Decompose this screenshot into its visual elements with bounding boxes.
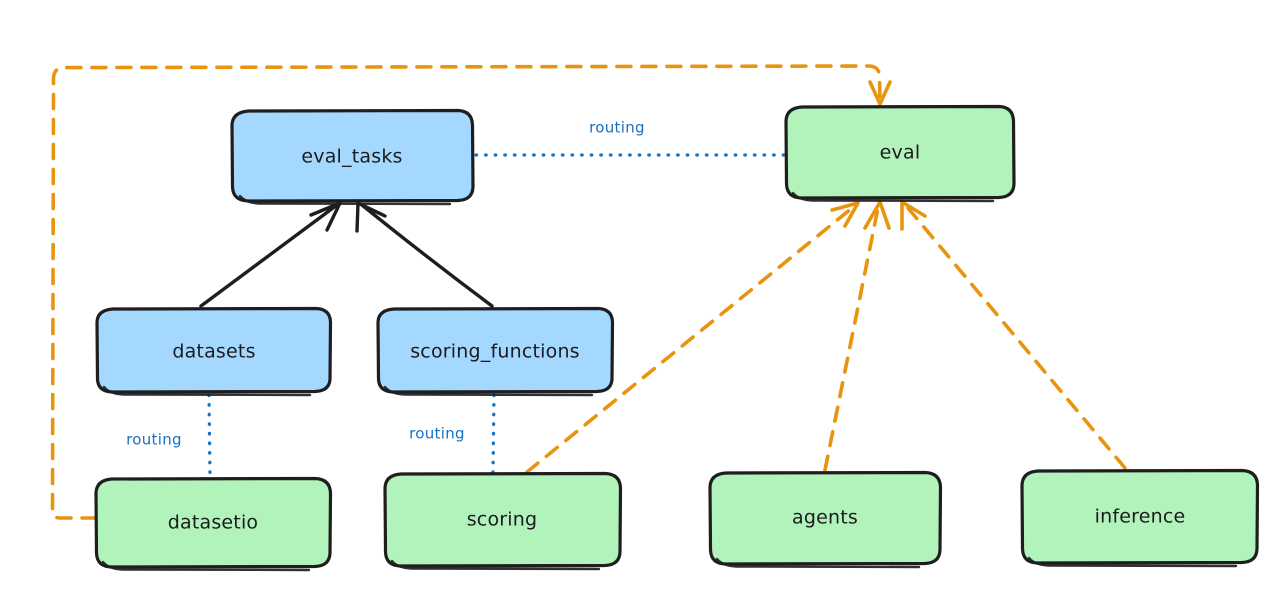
edge-label-routing-datasets-datasetio: routing <box>126 431 182 449</box>
arrowhead-scoringfn-eval_tasks <box>355 201 387 233</box>
node-eval_tasks-sketch <box>238 194 452 206</box>
node-eval[interactable]: eval <box>784 104 1016 203</box>
node-datasets[interactable]: datasets <box>95 306 333 397</box>
node-datasets-shape <box>95 306 333 394</box>
node-eval-label: eval <box>880 142 921 164</box>
node-datasets-sketch <box>102 385 312 397</box>
node-eval-shape <box>784 104 1016 200</box>
node-scoring_functions-label: scoring_functions <box>410 341 580 363</box>
node-agents-shape <box>708 470 943 566</box>
node-scoring-label: scoring <box>467 509 538 531</box>
node-scoring[interactable]: scoring <box>383 471 623 571</box>
node-agents-label: agents <box>792 507 858 529</box>
node-scoring_functions-shape <box>376 306 615 394</box>
node-datasetio-shape <box>94 476 333 569</box>
arrowhead-datasetio-eval <box>868 80 892 106</box>
node-eval_tasks-label: eval_tasks <box>301 146 402 168</box>
node-inference-label: inference <box>1095 506 1186 528</box>
edge-label-routing-eval_tasks-eval: routing <box>589 119 645 137</box>
arrowhead-inference-eval <box>900 200 927 231</box>
node-scoring_functions[interactable]: scoring_functions <box>376 306 615 397</box>
edge-scoring-eval <box>525 201 860 474</box>
edge-scoringfn-eval_tasks <box>355 201 494 308</box>
edge-datasetio-eval <box>50 64 892 520</box>
edge-datasets-eval_tasks <box>199 201 342 308</box>
arrowhead-scoring-eval <box>830 201 860 228</box>
node-eval_tasks[interactable]: eval_tasks <box>230 108 475 206</box>
node-scoring-shape <box>383 471 623 568</box>
arrowhead-agents-eval <box>863 200 891 230</box>
edge-inference-eval <box>900 200 1127 470</box>
edge-datasets-datasetio <box>207 393 212 479</box>
node-datasetio-label: datasetio <box>168 512 259 534</box>
node-scoring_functions-sketch <box>383 385 594 397</box>
node-agents[interactable]: agents <box>708 470 943 569</box>
node-datasetio-sketch <box>101 560 311 572</box>
node-datasetio[interactable]: datasetio <box>94 476 333 572</box>
edge-label-routing-scoringfn-scoring: routing <box>409 425 465 443</box>
edge-scoringfn-scoring <box>491 393 496 474</box>
node-inference[interactable]: inference <box>1020 468 1260 568</box>
node-datasets-label: datasets <box>172 341 255 363</box>
node-eval_tasks-shape <box>230 108 475 203</box>
node-inference-shape <box>1020 468 1260 565</box>
node-eval-sketch <box>791 191 995 203</box>
edge-agents-eval <box>823 200 891 472</box>
node-scoring-sketch <box>390 559 601 571</box>
node-agents-sketch <box>715 557 921 569</box>
node-inference-sketch <box>1027 556 1238 568</box>
